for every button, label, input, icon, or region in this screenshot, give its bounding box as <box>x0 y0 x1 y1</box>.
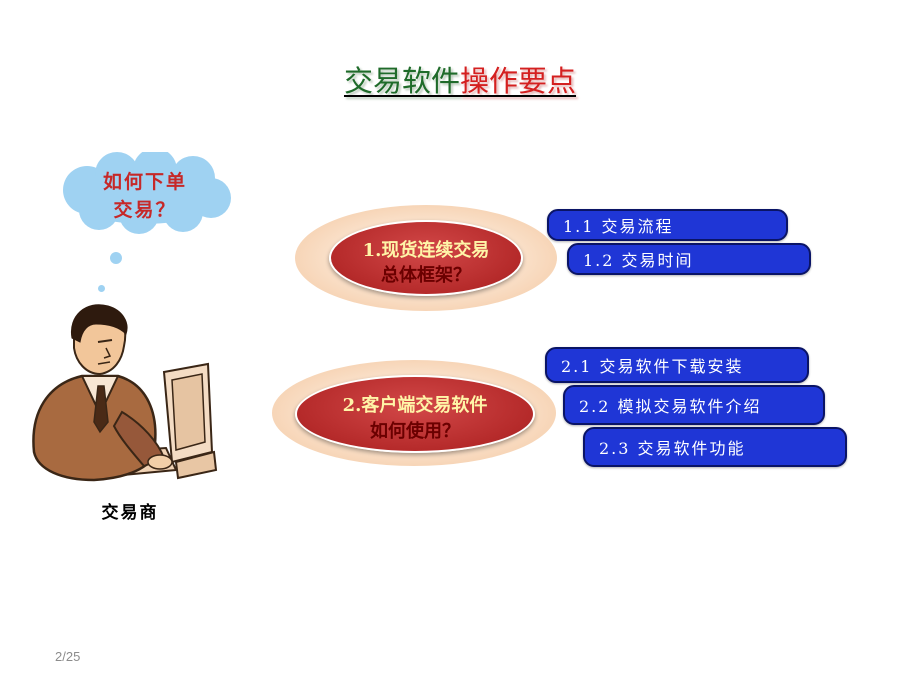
title-part-red: 操作要点 <box>460 64 577 98</box>
page-number: 2/25 <box>55 649 81 664</box>
topic-1-2-button[interactable]: 1.2 交易时间 <box>567 243 811 275</box>
section2-line-2: 如何使用？ <box>370 421 460 442</box>
section1-line-1: 1.现货连续交易 <box>362 240 490 261</box>
slide-title: 交易软件操作要点 <box>0 58 920 100</box>
thought-cloud <box>63 152 231 234</box>
thought-bubble-large <box>110 252 122 264</box>
trader-label: 交易商 <box>101 503 159 523</box>
topic-1-1-button[interactable]: 1.1 交易流程 <box>547 209 788 241</box>
trader-illustration <box>32 304 218 482</box>
topic-2-1-button[interactable]: 2.1 交易软件下载安装 <box>545 347 809 383</box>
title-part-green: 交易软件 <box>343 64 460 98</box>
section1-topic[interactable]: 1.现货连续交易 总体框架？ <box>329 220 523 296</box>
section2-topic[interactable]: 2.客户端交易软件 如何使用？ <box>295 375 535 453</box>
section2-line-1: 2.客户端交易软件 <box>342 395 488 416</box>
thought-text: 如何下单 交易？ <box>55 168 235 224</box>
topic-2-3-button[interactable]: 2.3 交易软件功能 <box>583 427 847 467</box>
section1-line-2: 总体框架？ <box>381 265 471 286</box>
thought-bubble-small <box>98 285 105 292</box>
topic-2-2-button[interactable]: 2.2 模拟交易软件介绍 <box>563 385 825 425</box>
thought-line-1: 如何下单 <box>102 171 187 193</box>
thought-line-2: 交易？ <box>113 199 177 221</box>
